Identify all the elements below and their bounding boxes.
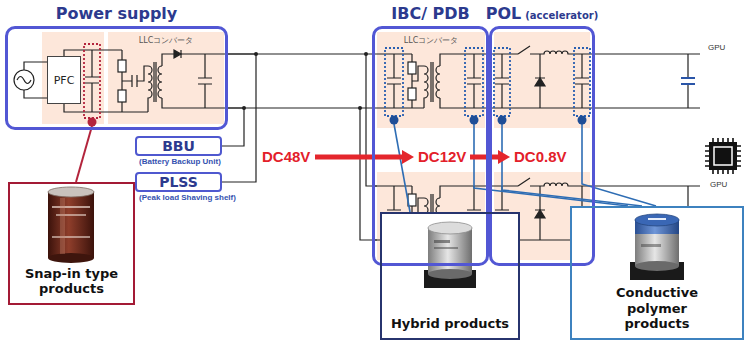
hybrid-capacitor-picture	[424, 222, 476, 288]
voltage-label: DC48V	[262, 148, 310, 166]
pfc-box: PFC	[47, 56, 81, 104]
product-label: Conductive polymer products	[595, 285, 720, 332]
polymer-capacitor-picture	[630, 214, 684, 280]
converter-label: LLCコンバータ	[377, 35, 485, 46]
box-label: PLSS	[159, 174, 198, 190]
llc-converter-block: LLCコンバータ	[377, 32, 485, 128]
llc-converter-block: LLCコンバータ	[108, 32, 224, 124]
leader-dot	[88, 118, 97, 127]
product-label: Hybrid products	[386, 316, 514, 332]
voltage-arrow	[315, 150, 510, 164]
voltage-label: DC0.8V	[514, 148, 567, 166]
bus-wire	[228, 54, 377, 240]
snap-in-product-box: Snap-in type products	[8, 182, 135, 305]
capacitor-highlight	[84, 44, 100, 118]
box-label: PFC	[54, 74, 75, 87]
power-supply-circuit	[14, 50, 228, 112]
block-subheading: (accelerator)	[525, 10, 598, 21]
block-heading: Power supply	[56, 4, 178, 23]
ibc-pdb-block: IBC/ PDBLLCコンバータ	[372, 26, 489, 266]
block-heading: IBC/ PDB	[391, 4, 470, 23]
hybrid-product-box: Hybrid products	[380, 212, 520, 340]
power-supply-block: Power supplyPFCLLCコンバータ	[5, 26, 228, 130]
chip-icon	[705, 138, 741, 174]
bbu-box: BBU(Battery Backup Unit)	[135, 136, 222, 156]
block-heading: POL	[486, 4, 522, 23]
gpu-label: GPU	[708, 43, 725, 53]
voltage-label: DC12V	[418, 148, 466, 166]
junction-dot	[242, 52, 368, 110]
gpu-label: GPU	[710, 180, 727, 190]
leader-line	[394, 124, 656, 212]
product-label: Snap-in type products	[14, 266, 129, 297]
snap-in-capacitor-picture	[48, 187, 94, 263]
box-label: BBU	[162, 138, 195, 154]
leader-line	[76, 126, 92, 182]
plss-box: PLSS(Peak load Shaving shelf)	[135, 172, 222, 192]
converter-circuit	[372, 46, 700, 108]
converter-label: LLCコンバータ	[108, 35, 224, 46]
heading-row: POL(accelerator)	[462, 4, 622, 23]
box-sublabel: (Peak load Shaving shelf)	[139, 193, 236, 202]
pol-block: POL(accelerator)	[489, 26, 595, 266]
heading-row: Power supply	[0, 4, 255, 23]
product-panel-ground	[8, 182, 744, 340]
polymer-product-box: Conductive polymer products	[570, 206, 744, 340]
box-sublabel: (Battery Backup Unit)	[139, 157, 221, 166]
